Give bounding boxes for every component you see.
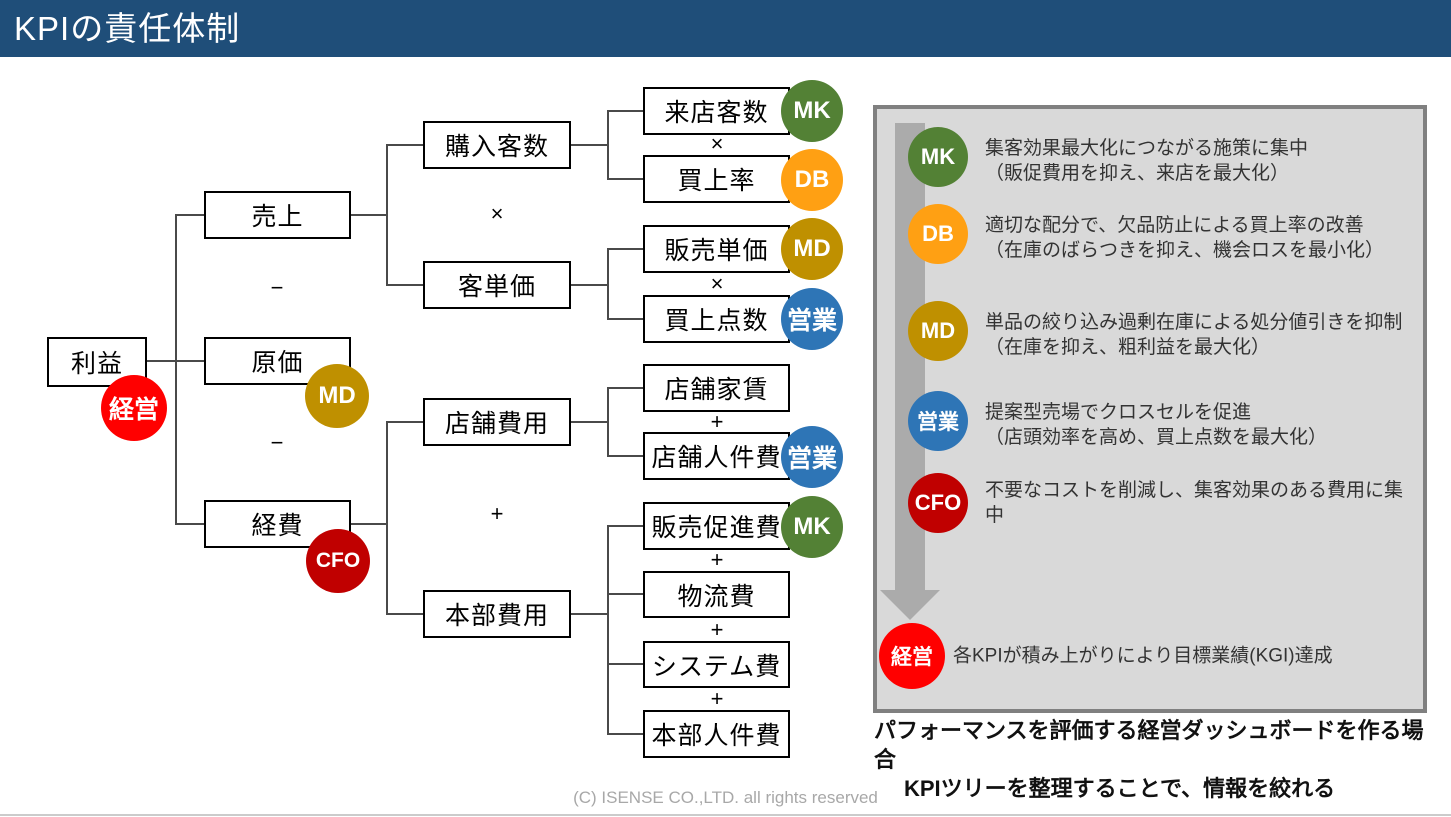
badge-cfo-expense: CFO (306, 529, 370, 593)
tree-node-hq-costs: 本部費用 (423, 590, 571, 638)
connector (386, 421, 388, 615)
connector (607, 733, 643, 735)
connector (607, 387, 609, 457)
legend-badge-db: DB (908, 204, 968, 264)
operator-plus: + (710, 686, 724, 711)
tree-node-hq-labor: 本部人件費 (643, 710, 790, 758)
tree-node-sales: 売上 (204, 191, 351, 239)
legend-badge-cfo: CFO (908, 473, 968, 533)
badge-md-cost: MD (305, 364, 369, 428)
connector (607, 387, 643, 389)
legend-badge-mk: MK (908, 127, 968, 187)
connector (175, 214, 204, 216)
connector (607, 110, 643, 112)
operator-plus: + (710, 547, 724, 572)
tree-node-logistics: 物流費 (643, 571, 790, 618)
legend-badge-eigyo: 営業 (908, 391, 968, 451)
legend-text-keiei: 各KPIが積み上がりにより目標業績(KGI)達成 (953, 645, 1333, 667)
connector (607, 178, 643, 180)
legend-text-eigyo: 提案型売場でクロスセルを促進 （店頭効率を高め、買上点数を最大化） (985, 402, 1328, 448)
badge-db-purchase-rate: DB (781, 149, 843, 211)
bottom-rule (0, 814, 1451, 816)
bottom-note-line1: パフォーマンスを評価する経営ダッシュボードを作る場合 (874, 718, 1424, 772)
legend-text-db: 適切な配分で、欠品防止による買上率の改善 （在庫のばらつきを抑え、機会ロスを最小… (985, 215, 1385, 261)
connector (571, 613, 608, 615)
connector (386, 421, 423, 423)
tree-node-system: システム費 (643, 641, 790, 688)
legend-text-cfo: 不要なコストを削減し、集客効果のある費用に集中 (985, 480, 1404, 526)
legend-text-md: 単品の絞り込み過剰在庫による処分値引きを抑制 （在庫を抑え、粗利益を最大化） (985, 312, 1403, 358)
connector (386, 613, 423, 615)
tree-node-purchase-customers: 購入客数 (423, 121, 571, 169)
legend-text-mk: 集客効果最大化につながる施策に集中 （販促費用を抑え、来店を最大化） (985, 138, 1309, 184)
connector (607, 525, 609, 735)
bottom-note-line2: KPIツリーを整理することで、情報を絞れる (904, 776, 1336, 801)
connector (175, 523, 204, 525)
badge-mk-visitors: MK (781, 80, 843, 142)
badge-md-unit-price: MD (781, 218, 843, 280)
tree-node-store-labor: 店舗人件費 (643, 432, 790, 480)
badge-eigyo-items: 営業 (781, 288, 843, 350)
legend-panel: MK 集客効果最大化につながる施策に集中 （販促費用を抑え、来店を最大化） DB… (873, 105, 1427, 713)
connector (175, 214, 177, 525)
tree-node-cost: 原価 (204, 337, 351, 385)
legend-badge-keiei: 経営 (879, 623, 945, 689)
tree-node-store-costs: 店舗費用 (423, 398, 571, 446)
operator-multiply: × (490, 201, 504, 226)
operator-multiply: × (710, 271, 724, 296)
tree-node-visitors: 来店客数 (643, 87, 790, 135)
tree-node-promo-costs: 販売促進費 (643, 502, 790, 550)
connector (607, 455, 643, 457)
bottom-note: パフォーマンスを評価する経営ダッシュボードを作る場合 KPIツリーを整理すること… (874, 716, 1444, 803)
page-title: KPIの責任体制 (14, 10, 241, 47)
connector (607, 663, 643, 665)
slide-header: KPIの責任体制 (0, 0, 1451, 57)
operator-minus: − (270, 430, 284, 455)
connector (571, 144, 608, 146)
tree-node-expense: 経費 (204, 500, 351, 548)
operator-plus: + (710, 617, 724, 642)
badge-mk-promo: MK (781, 496, 843, 558)
connector (351, 214, 387, 216)
connector (571, 421, 608, 423)
footer-copyright: (C) ISENSE CO.,LTD. all rights reserved (573, 788, 878, 807)
tree-node-unit-price: 販売単価 (643, 225, 790, 273)
connector (607, 593, 643, 595)
operator-multiply: × (710, 131, 724, 156)
connector (386, 284, 423, 286)
connector (386, 144, 388, 286)
connector (351, 523, 387, 525)
operator-plus: + (710, 409, 724, 434)
connector (386, 144, 423, 146)
connector (607, 248, 609, 320)
down-arrow-head-icon (880, 590, 940, 620)
operator-minus: − (270, 275, 284, 300)
tree-node-items-per-basket: 買上点数 (643, 295, 790, 343)
badge-eigyo-store-labor: 営業 (781, 426, 843, 488)
legend-badge-md: MD (908, 301, 968, 361)
connector (607, 110, 609, 180)
operator-plus: + (490, 501, 504, 526)
connector (571, 284, 608, 286)
badge-keiei-profit: 経営 (101, 375, 167, 441)
connector (607, 318, 643, 320)
connector (607, 248, 643, 250)
tree-node-avg-spend: 客単価 (423, 261, 571, 309)
tree-node-purchase-rate: 買上率 (643, 155, 790, 203)
tree-node-store-rent: 店舗家賃 (643, 364, 790, 412)
connector (607, 525, 643, 527)
